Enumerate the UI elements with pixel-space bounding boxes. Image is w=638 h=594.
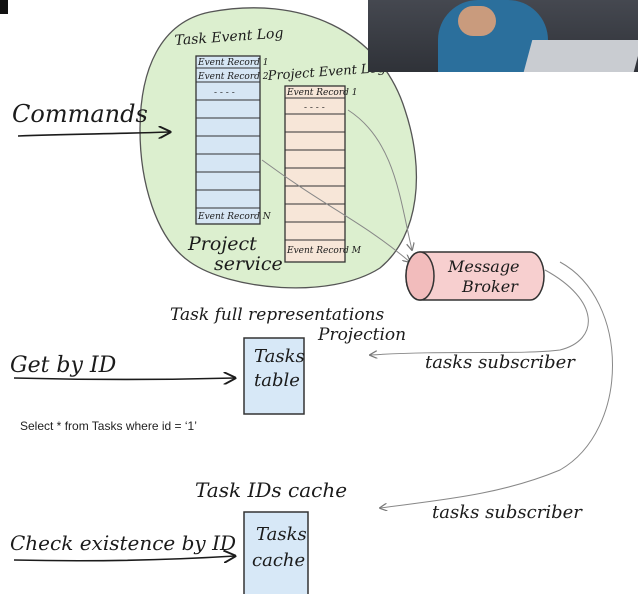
project-log-row: Event Record M [286,246,362,256]
tasks-subscriber-label: tasks subscriber [432,502,583,523]
task-log-row: Event Record 1 [197,58,268,68]
log-to-broker-line [261,159,410,262]
project-service-label: Project [187,233,257,255]
webcam-overlay [368,0,638,72]
task-event-log-table: Event Record 1 Event Record 2 - - - - Ev… [195,55,272,225]
message-broker-label: Message [447,257,520,276]
project-log-row: - - - - [304,103,325,113]
task-log-row: Event Record 2 [197,72,269,82]
broker-to-tables-line [370,269,589,355]
project-log-row: Event Record 1 [286,88,357,98]
tasks-cache-label: cache [252,550,305,571]
presenter-hand [458,6,496,36]
task-ids-cache-label: Task IDs cache [195,478,347,502]
tasks-cache-label: Tasks [256,524,307,545]
check-existence-arrow [13,556,235,561]
task-log-row: - - - - [214,88,235,98]
task-event-log-label: Task Event Log [174,25,284,49]
task-full-rep-label: Task full representations [170,305,385,325]
tasks-subscriber-label: tasks subscriber [425,352,576,373]
project-service-label: service [214,253,283,275]
corner-mark [0,0,8,14]
sql-query-text: Select * from Tasks where id = ‘1’ [20,419,197,433]
message-broker-label: Broker [461,277,519,296]
commands-arrow [17,132,170,136]
tasks-table: Tasks table [243,337,305,415]
task-log-row: Event Record N [197,212,272,222]
check-existence-label: Check existence by ID [10,531,236,555]
broker-to-cache-line [380,261,613,508]
log-to-broker-line [347,109,412,250]
get-by-id-label: Get by ID [10,353,117,378]
projection-label: Projection [317,325,406,345]
get-by-id-arrow [13,378,235,380]
tasks-table-label: Tasks [254,346,305,367]
message-broker: Message Broker [405,251,545,301]
laptop [523,40,638,72]
commands-label: Commands [12,100,148,128]
project-event-log-table: Event Record 1 - - - - Event Record M [284,85,362,263]
tasks-cache: Tasks cache [243,511,309,594]
tasks-table-label: table [254,370,300,391]
